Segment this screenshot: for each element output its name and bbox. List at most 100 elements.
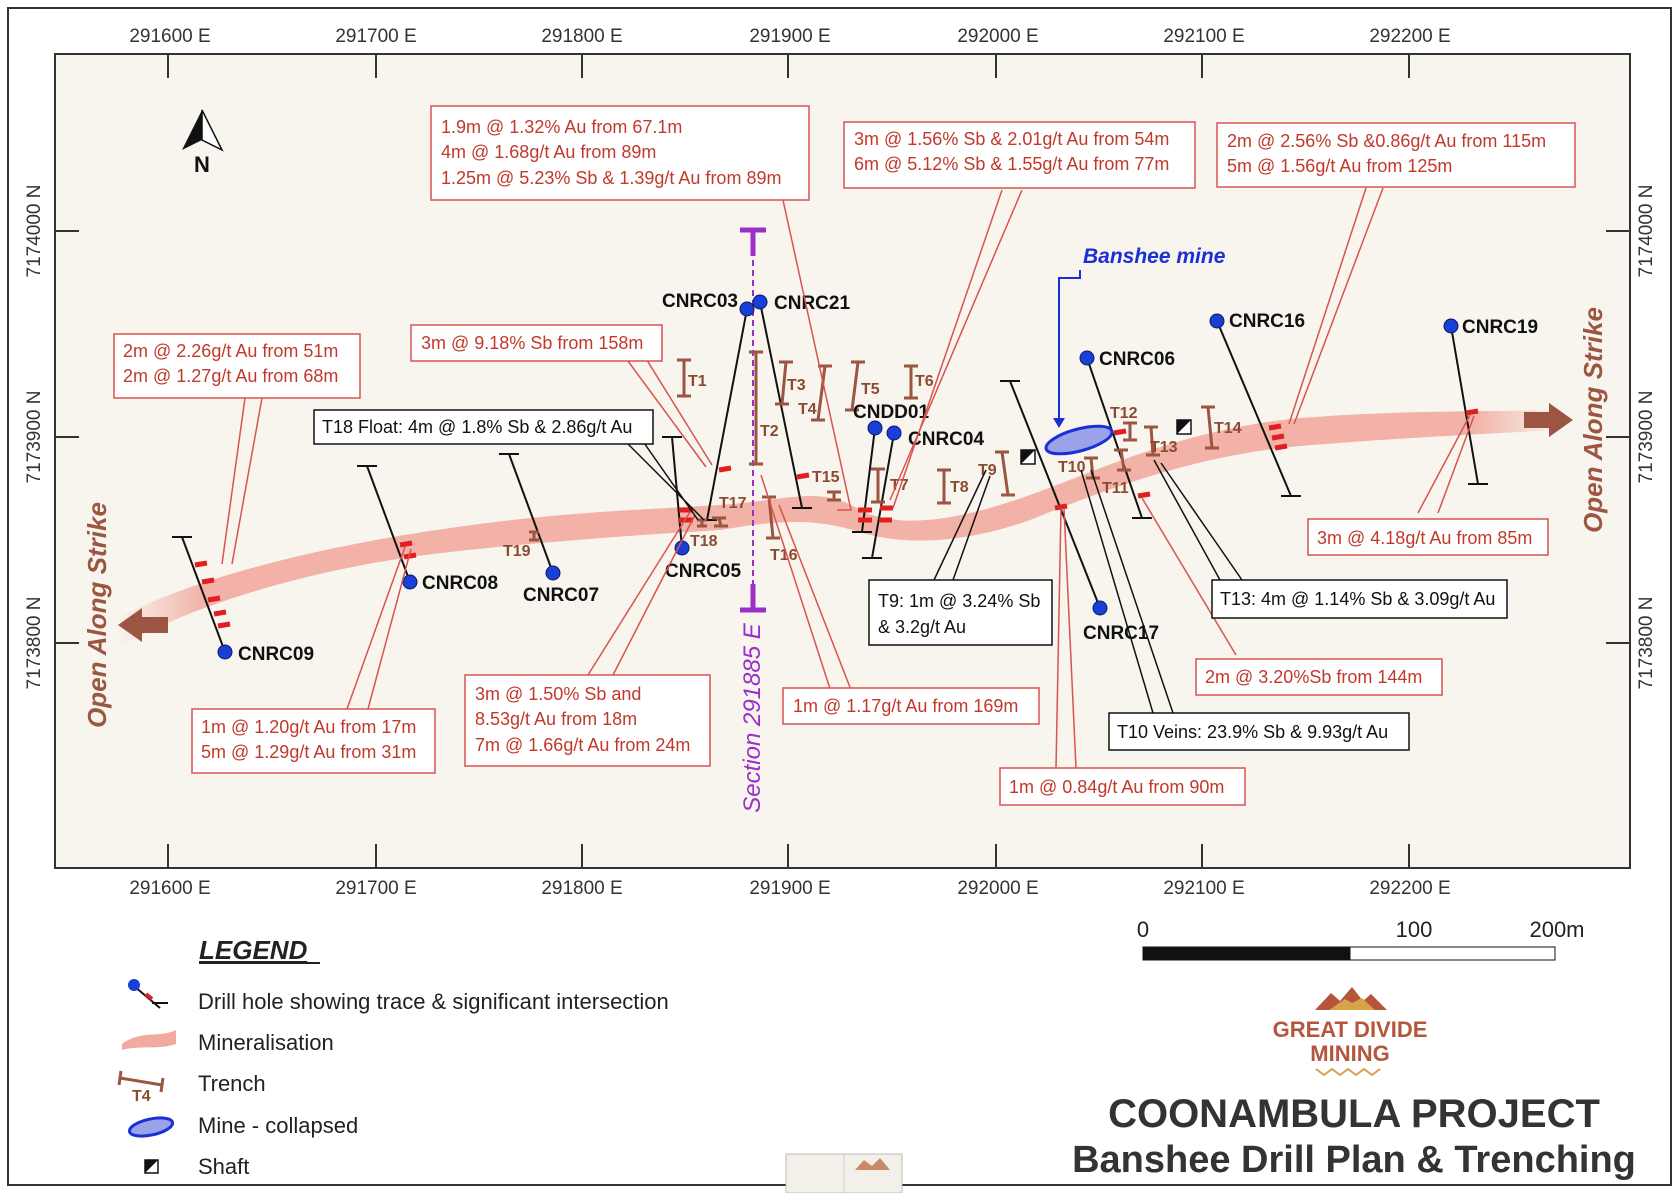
callout-c1: 1.9m @ 1.32% Au from 67.1m 4m @ 1.68g/t …	[430, 105, 810, 201]
callout-text: & 3.2g/t Au	[878, 617, 966, 637]
logo-line2: MINING	[1310, 1041, 1389, 1066]
callout-c5: 3m @ 9.18% Sb from 158m	[410, 324, 663, 362]
callout-text: 3m @ 4.18g/t Au from 85m	[1317, 528, 1532, 548]
intersection-marks	[194, 408, 1479, 629]
callout-c4: 2m @ 2.26g/t Au from 51m 2m @ 1.27g/t Au…	[113, 333, 361, 399]
easting-label: 292200 E	[1369, 878, 1450, 899]
hole-label: CNRC08	[422, 573, 498, 594]
callout-text: 1m @ 1.20g/t Au from 17m	[201, 717, 416, 737]
callout-c10: 2m @ 3.20%Sb from 144m	[1195, 658, 1443, 696]
mineralisation-zone	[118, 410, 1560, 648]
red-leaders	[221, 187, 1475, 769]
easting-label: 292200 E	[1369, 26, 1450, 47]
northing-label: 7174000 N	[24, 185, 45, 278]
easting-label: 292100 E	[1163, 878, 1244, 899]
collars	[217, 294, 1459, 660]
callout-text: 6m @ 5.12% Sb & 1.55g/t Au from 77m	[854, 154, 1169, 174]
trench-label: T8	[950, 479, 969, 496]
trench-label: T2	[760, 423, 779, 440]
easting-label: 291900 E	[749, 26, 830, 47]
callout-c3: 2m @ 2.56% Sb &0.86g/t Au from 115m 5m @…	[1216, 122, 1576, 188]
callout-text: 3m @ 1.56% Sb & 2.01g/t Au from 54m	[854, 129, 1169, 149]
trench-label: T19	[503, 543, 531, 560]
northing-labels-left: 7174000 N 7173900 N 7173800 N	[24, 185, 45, 690]
callout-c11: 3m @ 1.50% Sb and 8.53g/t Au from 18m 7m…	[464, 674, 711, 767]
project-subtitle: Banshee Drill Plan & Trenching	[1072, 1139, 1636, 1181]
drill-traces	[172, 301, 1488, 653]
callout-c13: T10 Veins: 23.9% Sb & 9.93g/t Au	[1108, 712, 1410, 751]
callout-text: 2m @ 2.56% Sb &0.86g/t Au from 115m	[1227, 131, 1546, 151]
northing-label: 7173800 N	[24, 597, 45, 690]
mine-pointer	[1058, 270, 1081, 424]
hole-label: CNRC19	[1462, 317, 1538, 338]
legend-label: Trench	[198, 1071, 266, 1096]
inset-thumbnail	[785, 1153, 903, 1193]
shaft-icon	[1176, 419, 1192, 435]
hole-label: CNDD01	[853, 402, 929, 423]
mine-legend-icon	[127, 1116, 175, 1138]
trench-label: T13	[1150, 439, 1178, 456]
easting-label: 292000 E	[957, 26, 1038, 47]
mine-label: Banshee mine	[1083, 245, 1226, 268]
northing-label: 7173900 N	[24, 391, 45, 484]
legend-label: Mine - collapsed	[198, 1113, 358, 1138]
mineralisation-legend-icon	[122, 1030, 176, 1050]
trench-label: T6	[915, 373, 934, 390]
open-strike-label-east: Open Along Strike	[1578, 307, 1608, 533]
trench-legend-icon: T4	[117, 1070, 165, 1105]
easting-label: 291700 E	[335, 878, 416, 899]
callout-text: 1m @ 1.17g/t Au from 169m	[793, 696, 1018, 716]
shaft-icon	[1020, 449, 1036, 465]
logo-line1: GREAT DIVIDE	[1273, 1017, 1428, 1042]
open-strike-label-west: Open Along Strike	[82, 502, 112, 728]
trench-label: T18	[690, 533, 718, 550]
drill-hole-legend-icon	[128, 979, 168, 1009]
section-label: Section 291885 E	[739, 622, 766, 812]
trench-label: T12	[1110, 405, 1138, 422]
hole-labels: CNRC03 CNRC21 CNRC16 CNRC19 CNRC06 CNDD0…	[238, 291, 1538, 665]
project-title: COONAMBULA PROJECT	[1108, 1092, 1600, 1136]
callout-text: T10 Veins: 23.9% Sb & 9.93g/t Au	[1117, 722, 1388, 742]
trench-label: T15	[812, 469, 840, 486]
easting-label: 291900 E	[749, 878, 830, 899]
easting-labels-bottom: 291600 E 291700 E 291800 E 291900 E 2920…	[129, 878, 1450, 899]
easting-label: 292000 E	[957, 878, 1038, 899]
north-label: N	[194, 152, 210, 177]
callout-text: T13: 4m @ 1.14% Sb & 3.09g/t Au	[1220, 589, 1495, 609]
callout-c12: 1m @ 1.17g/t Au from 169m	[782, 687, 1040, 725]
hole-label: CNRC04	[908, 429, 984, 450]
hole-label: CNRC05	[665, 561, 741, 582]
callout-text: 2m @ 2.26g/t Au from 51m	[123, 341, 338, 361]
trench-label: T9	[978, 462, 997, 479]
trench-label: T14	[1214, 420, 1242, 437]
legend-label: Shaft	[198, 1154, 249, 1179]
callout-text: 1m @ 0.84g/t Au from 90m	[1009, 777, 1224, 797]
callout-text: 2m @ 3.20%Sb from 144m	[1205, 667, 1422, 687]
trench-label: T17	[719, 495, 747, 512]
northing-labels-right: 7174000 N 7173900 N 7173800 N	[1636, 185, 1657, 690]
mine-collapsed	[1044, 424, 1114, 456]
callout-c6: T18 Float: 4m @ 1.8% Sb & 2.86g/t Au	[313, 409, 654, 445]
legend: LEGEND Drill hole showing trace & signif…	[117, 935, 669, 1179]
black-leaders	[623, 439, 1243, 714]
northing-label: 7174000 N	[1636, 185, 1657, 278]
callout-text: 1.25m @ 5.23% Sb & 1.39g/t Au from 89m	[441, 168, 781, 188]
easting-label: 291700 E	[335, 26, 416, 47]
strike-arrow-east	[1524, 403, 1573, 437]
shaft-legend-icon	[144, 1159, 159, 1174]
legend-label: Mineralisation	[198, 1030, 334, 1055]
easting-label: 291600 E	[129, 26, 210, 47]
trench-label: T5	[861, 381, 880, 398]
trench-label: T16	[770, 547, 798, 564]
callout-text: 2m @ 1.27g/t Au from 68m	[123, 366, 338, 386]
scale-label: 0	[1137, 917, 1149, 942]
mine-pointer-head	[1053, 418, 1065, 428]
callout-text: T18 Float: 4m @ 1.8% Sb & 2.86g/t Au	[322, 417, 632, 437]
trench-label: T4	[798, 401, 817, 418]
callout-text: 5m @ 1.56g/t Au from 125m	[1227, 156, 1452, 176]
callout-text: 5m @ 1.29g/t Au from 31m	[201, 742, 416, 762]
northing-label: 7173900 N	[1636, 391, 1657, 484]
hole-label: CNRC21	[774, 293, 850, 314]
strike-arrow-west	[118, 608, 168, 642]
